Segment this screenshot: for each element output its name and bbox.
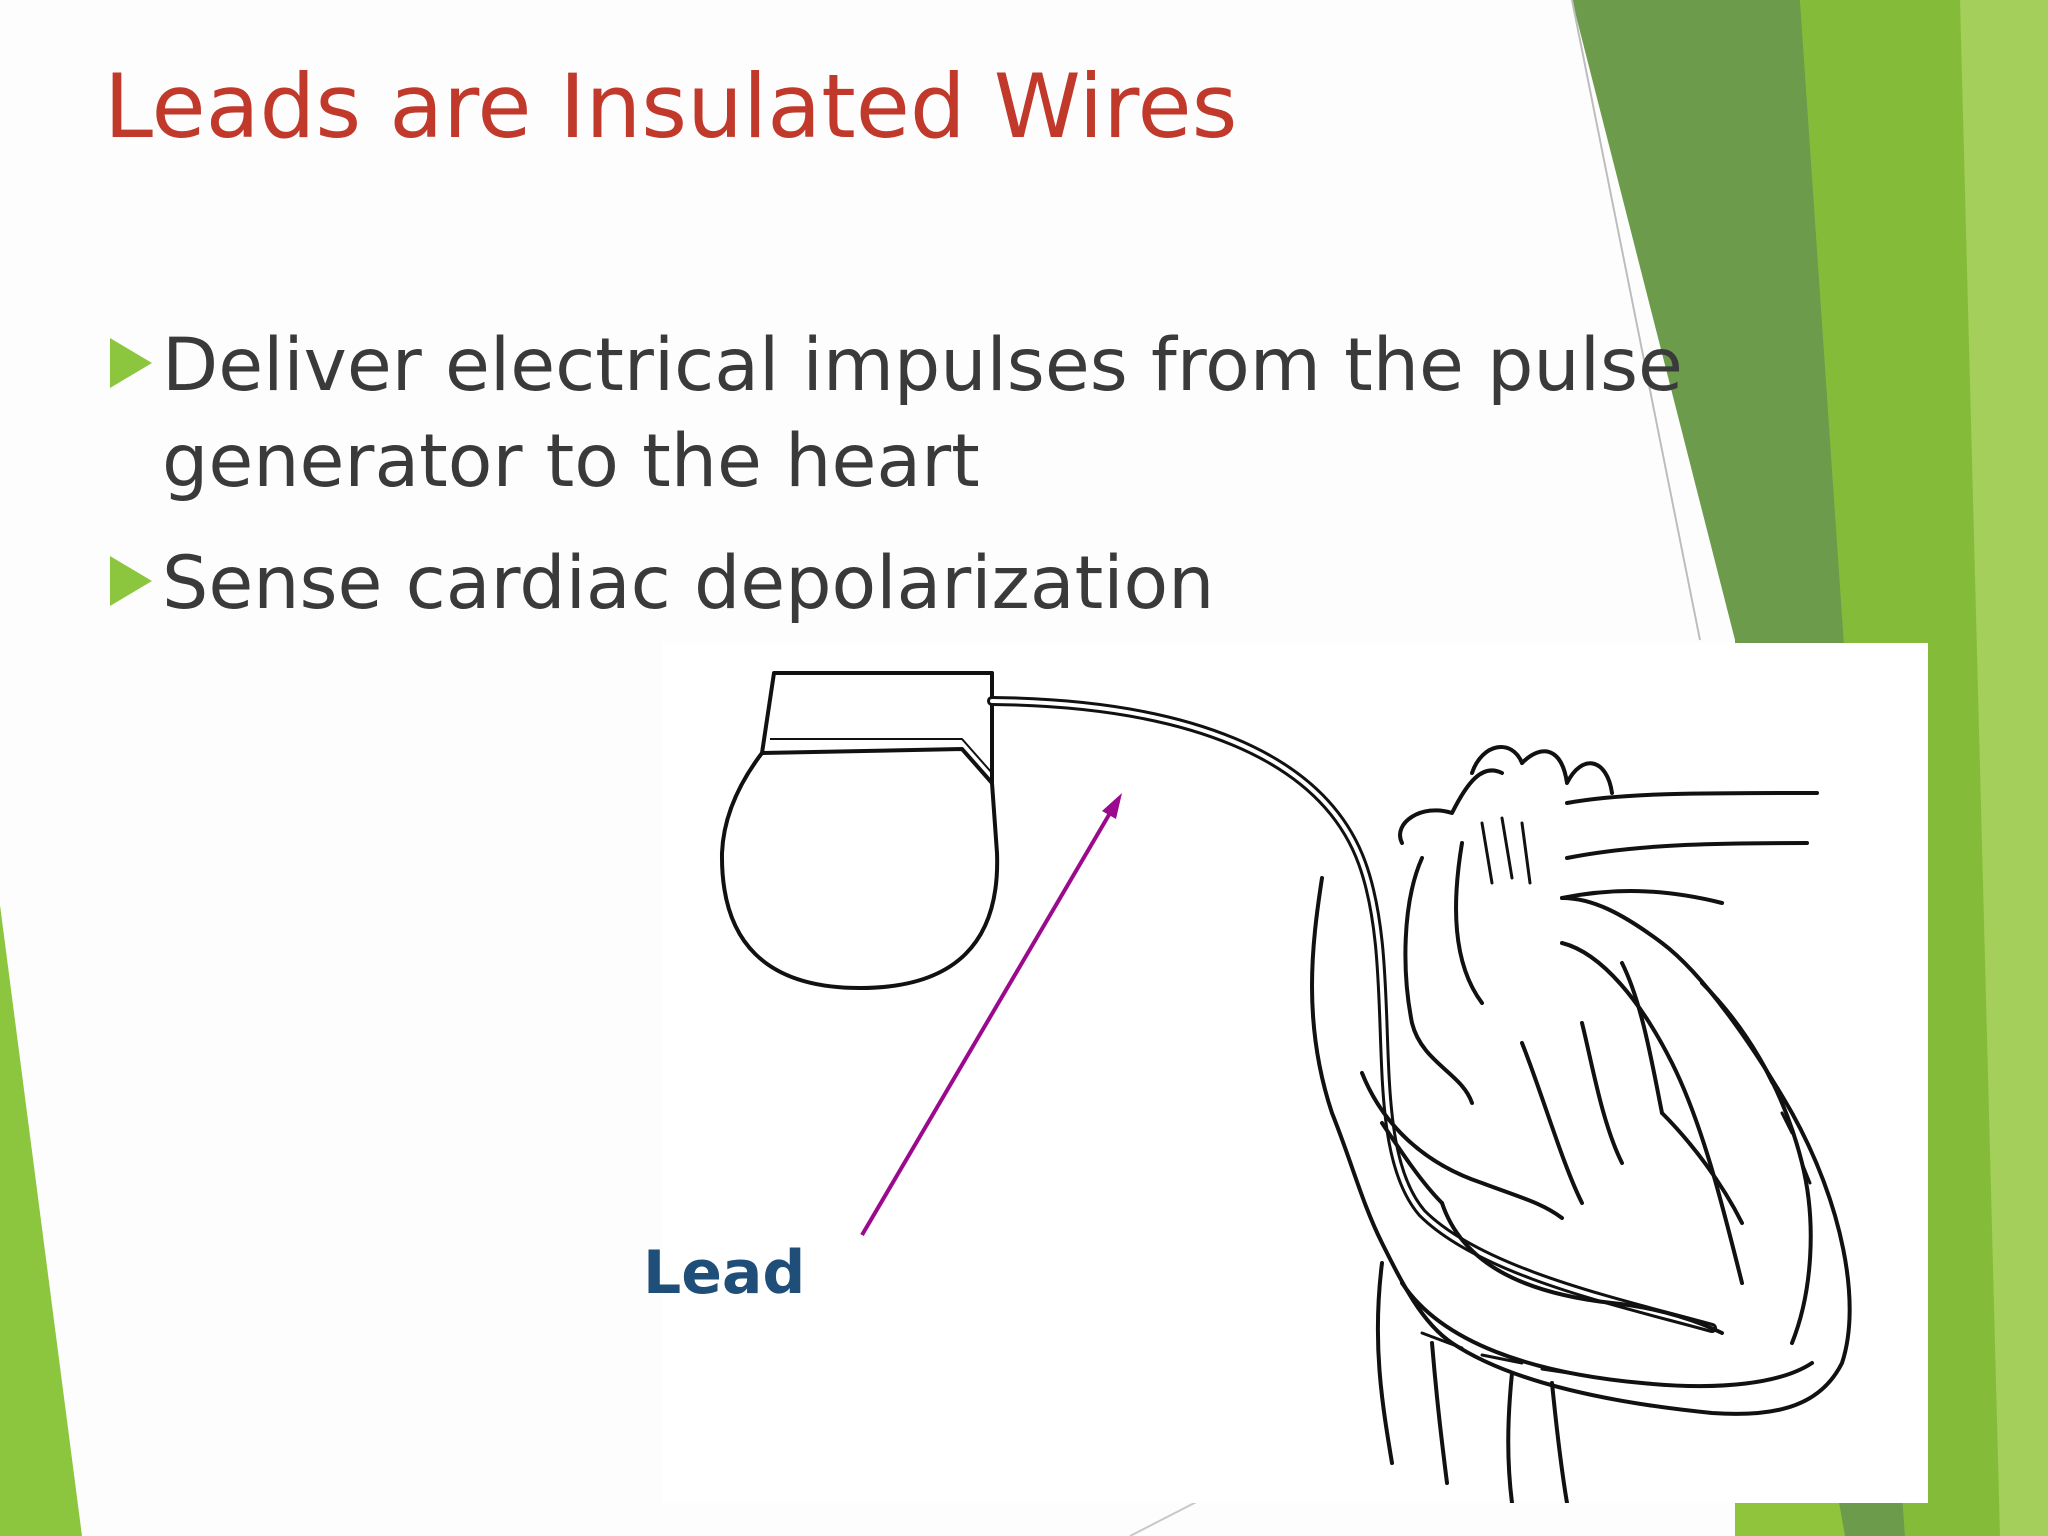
bg-green-shape-pale <box>1960 0 2048 1536</box>
bg-grey-line <box>1571 0 1701 641</box>
triangle-bullet-icon <box>110 338 152 388</box>
bg-green-left-wedge <box>0 905 82 1536</box>
bullet-item: Sense cardiac depolarization <box>110 536 1710 632</box>
heart-icon <box>1310 745 1852 1503</box>
lead-label: Lead <box>643 1238 806 1308</box>
pointer-arrow-icon <box>860 793 1122 1237</box>
lead-wire <box>987 696 1717 1333</box>
bullet-list: Deliver electrical impulses from the pul… <box>110 318 1710 658</box>
pulse-generator-icon <box>719 671 1000 990</box>
pacemaker-diagram <box>662 643 1928 1503</box>
triangle-bullet-icon <box>110 556 152 606</box>
bullet-text: Deliver electrical impulses from the pul… <box>162 323 1683 504</box>
bullet-text: Sense cardiac depolarization <box>162 541 1215 626</box>
slide-title: Leads are Insulated Wires <box>104 55 1238 158</box>
pacemaker-heart-illustration <box>719 671 1852 1503</box>
bullet-item: Deliver electrical impulses from the pul… <box>110 318 1710 510</box>
